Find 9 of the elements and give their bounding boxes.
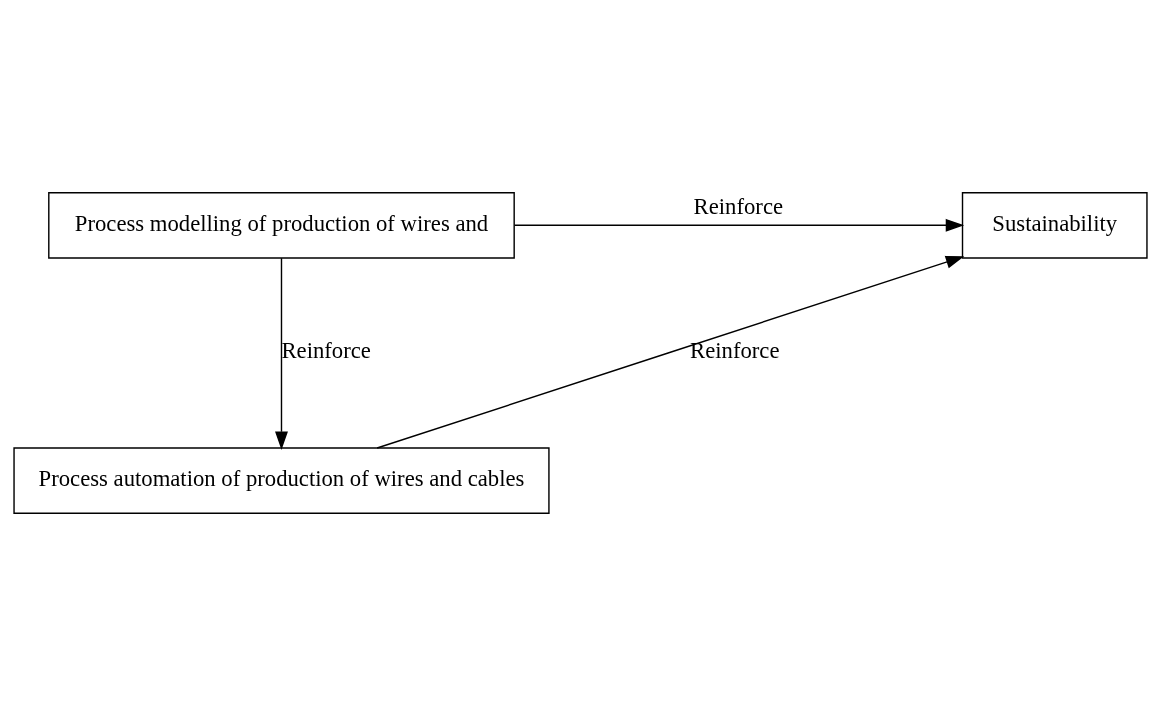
- edge-label: Reinforce: [281, 338, 371, 364]
- arrow: [275, 257, 288, 450]
- node-box: Process modelling of production of wires and: [48, 191, 515, 259]
- node-box: Sustainability: [961, 191, 1148, 259]
- arrow: [513, 218, 965, 232]
- node-box: Process automation of production of wires and cables: [13, 447, 550, 515]
- edge-label: Reinforce: [690, 338, 780, 364]
- edge-label: Reinforce: [693, 193, 784, 219]
- arrow: [376, 255, 965, 449]
